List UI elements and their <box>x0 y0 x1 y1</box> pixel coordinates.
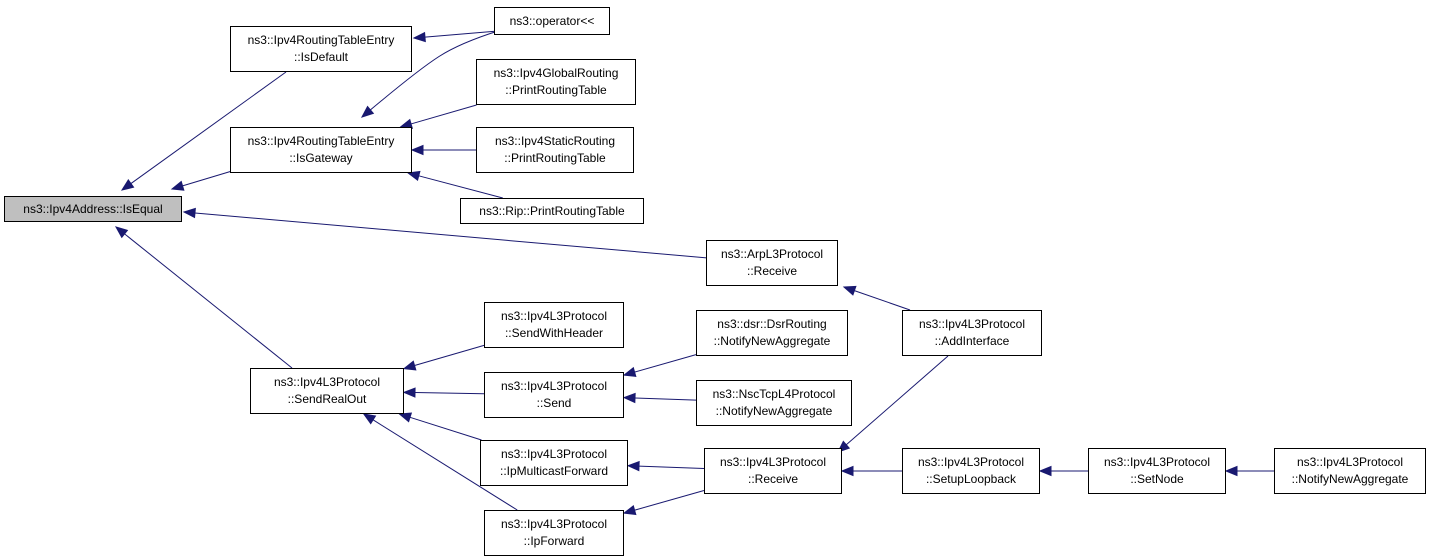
edge-line <box>634 397 697 401</box>
node-label-line: ns3::Ipv4RoutingTableEntry <box>247 134 395 148</box>
edge-line <box>124 233 293 369</box>
graph-node[interactable]: ns3::Ipv4L3Protocol::NotifyNewAggregate <box>1274 448 1426 494</box>
graph-node[interactable]: ns3::Ipv4StaticRouting::PrintRoutingTabl… <box>476 127 634 173</box>
graph-node[interactable]: ns3::NscTcpL4Protocol::NotifyNewAggregat… <box>696 380 852 426</box>
node-label-line: ::AddInterface <box>934 334 1010 348</box>
arrowhead <box>622 392 636 404</box>
graph-node[interactable]: ns3::Ipv4L3Protocol::SetNode <box>1088 448 1226 494</box>
node-label-line: ::IpMulticastForward <box>499 464 609 478</box>
node-label-line: ns3::ArpL3Protocol <box>720 247 824 261</box>
node-label-line: ns3::NscTcpL4Protocol <box>712 387 836 401</box>
graph-node[interactable]: ns3::Ipv4RoutingTableEntry::IsDefault <box>230 26 412 72</box>
graph-node[interactable]: ns3::Ipv4L3Protocol::IpMulticastForward <box>480 440 628 486</box>
node-label-line: ::SendWithHeader <box>504 326 604 340</box>
node-label-line: ns3::Ipv4L3Protocol <box>500 447 608 461</box>
node-label-line: ::IsDefault <box>293 50 349 64</box>
arrowhead <box>406 170 421 182</box>
node-label-line: ::NotifyNewAggregate <box>1291 472 1409 486</box>
graph-node[interactable]: ns3::Ipv4GlobalRouting::PrintRoutingTabl… <box>476 59 636 105</box>
node-label-line: ns3::Ipv4StaticRouting <box>494 134 616 148</box>
node-label-line: ns3::Ipv4L3Protocol <box>918 317 1026 331</box>
edge-line <box>410 104 477 125</box>
arrowhead <box>398 412 413 423</box>
arrowhead <box>114 226 129 239</box>
node-label-line: ::PrintRoutingTable <box>504 151 606 165</box>
node-label-line: ::PrintRoutingTable <box>505 83 607 97</box>
node-label-line: ns3::dsr::DsrRouting <box>717 317 827 331</box>
edge-line <box>414 344 485 367</box>
graph-node[interactable]: ns3::Ipv4L3Protocol::SetupLoopback <box>902 448 1040 494</box>
graph-node[interactable]: ns3::operator<< <box>494 7 610 35</box>
edge-line <box>845 355 949 446</box>
edge-line <box>424 30 499 38</box>
node-label-line: ns3::Ipv4L3Protocol <box>719 455 827 469</box>
node-label-line: ::SendRealOut <box>287 392 367 406</box>
graph-node[interactable]: ns3::Ipv4L3Protocol::Receive <box>704 448 842 494</box>
edge-line <box>194 212 709 259</box>
edge-line <box>370 30 499 111</box>
edge-line <box>409 416 482 441</box>
arrowhead <box>412 31 426 43</box>
arrowhead <box>182 207 196 219</box>
arrowhead <box>410 144 424 156</box>
node-label-line: ::SetupLoopback <box>925 472 1017 486</box>
arrowhead <box>1038 465 1052 477</box>
arrowhead <box>622 366 637 377</box>
node-label-line: ::SetNode <box>1130 472 1184 486</box>
edge-line <box>634 490 705 511</box>
node-label-line: ns3::Ipv4Address::IsEqual <box>23 201 163 216</box>
node-label-line: ::IpForward <box>523 534 585 548</box>
edge-line <box>414 392 485 395</box>
root-node: ns3::Ipv4Address::IsEqual <box>4 196 182 222</box>
graph-node[interactable]: ns3::Ipv4L3Protocol::IpForward <box>484 510 624 556</box>
graph-node[interactable]: ns3::Ipv4L3Protocol::Send <box>484 372 624 418</box>
node-label-line: ns3::Ipv4L3Protocol <box>273 375 381 389</box>
graph-node[interactable]: ns3::Ipv4L3Protocol::SendWithHeader <box>484 302 624 348</box>
edge-line <box>372 419 518 511</box>
edge-line <box>182 170 233 187</box>
node-label-line: ns3::Ipv4L3Protocol <box>500 517 608 531</box>
node-label-line: ns3::Ipv4RoutingTableEntry <box>247 33 395 47</box>
edge-line <box>854 290 911 311</box>
node-label-line: ns3::operator<< <box>509 13 595 28</box>
arrowhead <box>1224 465 1238 477</box>
node-label-line: ns3::Ipv4L3Protocol <box>1103 455 1211 469</box>
graph-node[interactable]: ns3::dsr::DsrRouting::NotifyNewAggregate <box>696 310 848 356</box>
node-label-line: ::Receive <box>747 472 799 486</box>
edge-line <box>130 71 287 184</box>
node-label-line: ::NotifyNewAggregate <box>713 334 831 348</box>
node-label-line: ns3::Ipv4L3Protocol <box>500 379 608 393</box>
arrowhead <box>120 179 135 191</box>
node-label-line: ns3::Ipv4L3Protocol <box>917 455 1025 469</box>
edge-line <box>634 354 697 373</box>
graph-node[interactable]: ns3::Ipv4L3Protocol::AddInterface <box>902 310 1042 356</box>
graph-node[interactable]: ns3::Ipv4RoutingTableEntry::IsGateway <box>230 127 412 173</box>
arrowhead <box>402 387 416 398</box>
arrowhead <box>362 413 377 425</box>
node-label-line: ::Receive <box>746 264 798 278</box>
arrowhead <box>626 460 640 472</box>
arrowhead <box>840 465 854 477</box>
node-label-line: ns3::Ipv4L3Protocol <box>500 309 608 323</box>
node-label-line: ::NotifyNewAggregate <box>715 404 833 418</box>
arrowhead <box>170 180 185 191</box>
graph-node[interactable]: ns3::ArpL3Protocol::Receive <box>706 240 838 286</box>
node-label-line: ::Send <box>536 396 572 410</box>
node-label-line: ns3::Rip::PrintRoutingTable <box>479 203 625 218</box>
node-label-line: ::IsGateway <box>289 151 353 165</box>
edge-line <box>638 465 705 469</box>
graph-node[interactable]: ns3::Ipv4L3Protocol::SendRealOut <box>250 368 404 414</box>
arrowhead <box>622 505 637 516</box>
arrowhead <box>360 105 375 118</box>
arrowhead <box>402 360 417 371</box>
node-label-line: ns3::Ipv4GlobalRouting <box>493 66 619 80</box>
graph-node[interactable]: ns3::Rip::PrintRoutingTable <box>460 198 644 224</box>
edge-line <box>418 175 503 199</box>
node-label-line: ns3::Ipv4L3Protocol <box>1296 455 1404 469</box>
arrowhead <box>842 285 857 296</box>
